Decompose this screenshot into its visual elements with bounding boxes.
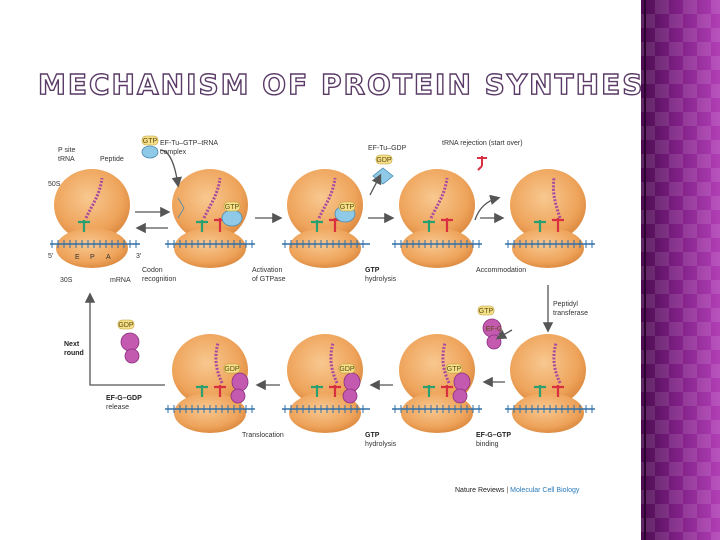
label-site-e: E (75, 254, 80, 261)
step-ef-g-gtp-binding: EF-G–GTP (476, 432, 511, 439)
credit-journal: Nature Reviews (455, 487, 505, 494)
label-ef-tu-gdp: EF-Tu–GDP (368, 145, 407, 152)
step-next-round-2: round (64, 350, 84, 357)
sidebar-divider (644, 0, 646, 540)
figure-credit: Nature Reviews | Molecular Cell Biology (455, 487, 580, 494)
label-peptide: Peptide (100, 156, 124, 163)
ribosome-row-top (54, 169, 586, 268)
step-ef-g-gtp-binding-2: binding (476, 441, 499, 448)
ef-g-factors (120, 318, 502, 404)
label-50s: 50S (48, 181, 61, 188)
step-accommodation: Accommodation (476, 267, 526, 274)
credit-separator: | (504, 487, 510, 494)
step-activation: Activation (252, 267, 282, 274)
ribosome-4 (399, 169, 475, 268)
gdp-badge-label: GDP (376, 157, 392, 164)
gdp-badge-label: GDP (339, 366, 355, 373)
gtp-badge-label: GTP (447, 366, 462, 373)
label-p-site: P site (58, 147, 75, 154)
label-trna-rejection: tRNA rejection (start over) (442, 140, 523, 147)
step-gtp-hydrolysis-top: GTP (365, 267, 380, 274)
gtp-badge-label: GTP (143, 138, 158, 145)
decorative-sidebar (641, 0, 720, 540)
step-codon-recognition: Codon (142, 267, 163, 274)
step-peptidyl-transferase: Peptidyl (553, 301, 578, 308)
gtp-badge-label: GTP (225, 204, 240, 211)
rejected-trna (477, 156, 487, 171)
nucleotide-badges: GTP GTP GTP GDP GDP GDP GDP GTP GTP EF-G (117, 135, 503, 374)
diagram-labels: P site tRNA Peptide 50S 5′ 3′ E P A 30S … (48, 140, 588, 448)
ribosome-5 (510, 169, 586, 268)
step-next-round: Next (64, 341, 80, 348)
label-mrna: mRNA (110, 277, 131, 284)
label-5-prime: 5′ (48, 253, 54, 260)
gtp-badge-label: GTP (479, 308, 494, 315)
step-activation-2: of GTPase (252, 276, 286, 283)
trnas (78, 218, 564, 397)
slide-title: MECHANISM OF PROTEIN SYNTHESIS (37, 67, 679, 101)
peptide-chains (84, 177, 562, 384)
label-3-prime: 3′ (136, 253, 142, 260)
process-arrows (84, 149, 554, 391)
label-ternary-complex-2: complex (160, 149, 187, 156)
step-gtp-hydrolysis-bottom-2: hydrolysis (365, 441, 397, 448)
step-peptidyl-transferase-2: transferase (553, 310, 588, 317)
ef-g-label: EF-G (486, 326, 503, 333)
ribosome-7 (287, 334, 363, 433)
protein-synthesis-diagram: GTP GTP GTP GDP GDP GDP GDP GTP GTP EF-G (48, 135, 595, 494)
mrna-ticks (51, 240, 593, 413)
step-gtp-hydrolysis-top-2: hydrolysis (365, 276, 397, 283)
label-site-a: A (106, 254, 111, 261)
gdp-badge-label: GDP (224, 366, 240, 373)
label-trna: tRNA (58, 156, 75, 163)
credit-section: Molecular Cell Biology (510, 487, 580, 494)
gtp-badge-label: GTP (340, 204, 355, 211)
ribosome-9 (510, 334, 586, 433)
label-site-p: P (90, 254, 95, 261)
step-ef-g-gdp-release: EF-G–GDP (106, 395, 142, 402)
step-gtp-hydrolysis-bottom: GTP (365, 432, 380, 439)
step-translocation: Translocation (242, 432, 284, 439)
step-ef-g-gdp-release-2: release (106, 404, 129, 411)
gdp-badge-label: GDP (118, 322, 134, 329)
ribosome-6 (172, 334, 248, 433)
step-codon-recognition-2: recognition (142, 276, 176, 283)
label-30s: 30S (60, 277, 73, 284)
label-ternary-complex: EF-Tu–GTP–tRNA (160, 140, 218, 147)
